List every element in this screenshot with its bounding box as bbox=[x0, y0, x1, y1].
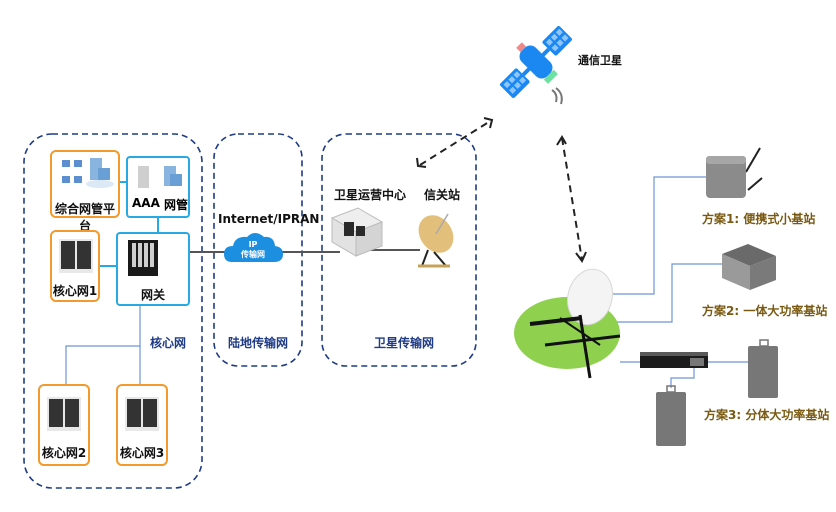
land-transport-zone-label: 陆地传输网 bbox=[228, 336, 289, 350]
core3-server-icon bbox=[125, 397, 159, 431]
bbu-unit-icon bbox=[640, 352, 708, 368]
link-bbu-rru2 bbox=[670, 368, 695, 388]
comm-satellite-label: 通信卫星 bbox=[578, 54, 622, 67]
portable-small-cell-icon bbox=[706, 147, 763, 198]
rru-unit-1-icon bbox=[748, 339, 778, 398]
link-gateway-core2 bbox=[65, 306, 141, 396]
satellite-icon bbox=[500, 26, 572, 105]
link-terminal-plan1 bbox=[604, 176, 706, 295]
ip-cloud-line1: IP bbox=[248, 240, 258, 249]
satellite-transport-zone-label: 卫星传输网 bbox=[374, 336, 435, 350]
gateway-station-dish-icon bbox=[418, 213, 454, 268]
core-network-zone-label: 核心网 bbox=[150, 336, 187, 350]
sat-link-terminal bbox=[556, 135, 587, 263]
integrated-base-station-icon bbox=[722, 244, 776, 290]
gateway-box[interactable]: 网关 bbox=[116, 232, 190, 306]
core2-label: 核心网2 bbox=[41, 446, 87, 460]
core1-server-icon bbox=[59, 239, 93, 273]
land-transport-title: Internet/IPRAN bbox=[218, 212, 320, 226]
ip-cloud-icon bbox=[224, 233, 283, 262]
core2-server-icon bbox=[47, 397, 81, 431]
sat-ops-center-label: 卫星运营中心 bbox=[334, 188, 407, 202]
gateway-station-label: 信关站 bbox=[424, 188, 461, 202]
core3-label: 核心网3 bbox=[119, 446, 165, 460]
nms-platform-label: 综合网管平台 bbox=[54, 202, 115, 233]
sat-link-station bbox=[416, 117, 494, 168]
link-terminal-plan2 bbox=[610, 263, 722, 323]
aaa-label: AAA bbox=[132, 196, 160, 210]
core1-label: 核心网1 bbox=[52, 284, 98, 298]
aaa-server-icon bbox=[138, 166, 182, 188]
rru-unit-2-icon bbox=[656, 385, 686, 446]
portable-satellite-terminal-icon bbox=[529, 268, 621, 379]
nms-platform-icon bbox=[62, 158, 114, 188]
plan2-label: 方案2: 一体大功率基站 bbox=[702, 304, 828, 318]
gateway-label: 网关 bbox=[140, 288, 165, 302]
satellite-ops-center-icon bbox=[330, 207, 384, 257]
plan1-label: 方案1: 便携式小基站 bbox=[702, 212, 816, 226]
nms-label: 网管 bbox=[164, 198, 189, 212]
core3-box[interactable]: 核心网3 bbox=[116, 384, 168, 466]
zone-land-transport bbox=[213, 133, 303, 367]
gateway-chassis-icon bbox=[128, 240, 158, 276]
nms-platform-box[interactable]: 综合网管平台 bbox=[50, 150, 120, 233]
zone-satellite-transport bbox=[321, 133, 477, 367]
aaa-nms-box[interactable]: AAA 网管 bbox=[126, 156, 190, 218]
core1-box[interactable]: 核心网1 bbox=[50, 230, 100, 302]
ip-cloud-text: IP 传输网 bbox=[238, 240, 268, 260]
plan3-label: 方案3: 分体大功率基站 bbox=[704, 408, 830, 422]
zone-core-network bbox=[23, 133, 203, 489]
ip-cloud-line2: 传输网 bbox=[241, 250, 265, 259]
core2-box[interactable]: 核心网2 bbox=[38, 384, 90, 466]
